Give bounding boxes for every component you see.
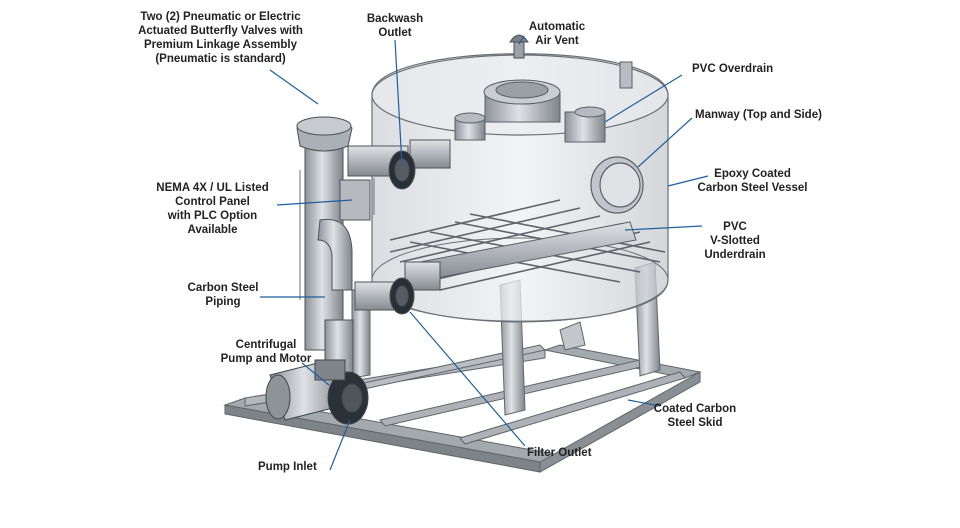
label-line: Centrifugal — [235, 339, 297, 351]
label-line: PVC — [723, 221, 747, 233]
label-line: Automatic — [528, 21, 586, 33]
label-line: NEMA 4X / UL Listed — [156, 182, 269, 194]
label-line: Pump and Motor — [220, 353, 312, 365]
label-line: V-Slotted — [710, 235, 760, 247]
label-line: with PLC Option — [167, 210, 258, 222]
label-manway: Manway (Top and Side) — [695, 108, 822, 122]
label-line: Carbon Steel — [187, 282, 259, 294]
label-line: Available — [187, 224, 238, 236]
leader-control-panel — [276, 199, 353, 206]
label-line: Epoxy Coated — [714, 168, 791, 180]
label-line: PVC Overdrain — [692, 63, 774, 75]
label-pvc-overdrain: PVC Overdrain — [692, 62, 773, 76]
leader-filter-outlet — [409, 311, 526, 447]
leader-pump-motor — [301, 362, 330, 386]
upper-piping — [347, 139, 451, 190]
skid-frame — [223, 344, 702, 473]
label-line: Manway (Top and Side) — [695, 109, 822, 121]
leader-manway — [637, 117, 693, 168]
label-filter-outlet: Filter Outlet — [527, 446, 592, 460]
leader-lines — [260, 35, 709, 471]
label-line: Pump Inlet — [258, 461, 317, 473]
label-line: Backwash — [366, 13, 424, 25]
side-manway — [590, 156, 644, 214]
leader-skid — [627, 399, 661, 407]
label-line: Premium Linkage Assembly — [144, 39, 297, 51]
leader-pvc-overdrain — [604, 74, 683, 123]
label-line: Steel Skid — [667, 417, 723, 429]
label-line: Outlet — [378, 27, 412, 39]
label-line: Coated Carbon — [653, 403, 737, 415]
label-line: Actuated Butterfly Valves with — [138, 25, 303, 37]
label-line: Underdrain — [704, 249, 766, 261]
label-line: Control Panel — [175, 196, 250, 208]
leader-backwash-outlet — [394, 39, 403, 166]
valve-actuator — [296, 116, 353, 152]
leader-air-vent — [518, 35, 525, 45]
leader-vessel — [667, 175, 709, 187]
leader-underdrain — [624, 225, 703, 231]
label-line: Two (2) Pneumatic or Electric — [140, 11, 301, 23]
carbon-steel-piping — [299, 131, 354, 381]
label-line: Piping — [205, 296, 241, 308]
lower-piping — [354, 261, 441, 315]
leader-valves — [269, 69, 319, 105]
label-line: Air Vent — [535, 35, 579, 47]
leader-pump-inlet — [329, 419, 351, 471]
label-line: Filter Outlet — [527, 447, 592, 459]
label-pump-inlet: Pump Inlet — [258, 460, 317, 474]
top-manway — [454, 61, 633, 143]
label-line: Carbon Steel Vessel — [697, 182, 808, 194]
label-line: (Pneumatic is standard) — [155, 53, 286, 65]
